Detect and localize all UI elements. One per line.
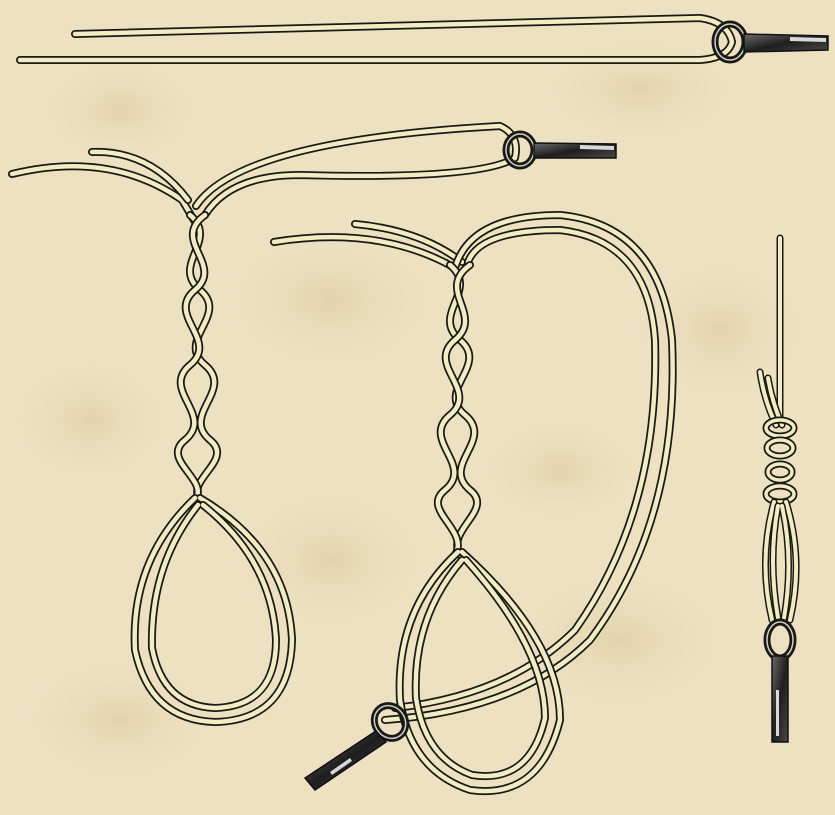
- hook-shank-icon: [744, 34, 828, 52]
- hook-shank-icon: [534, 143, 616, 158]
- hook-shank-icon: [772, 656, 788, 742]
